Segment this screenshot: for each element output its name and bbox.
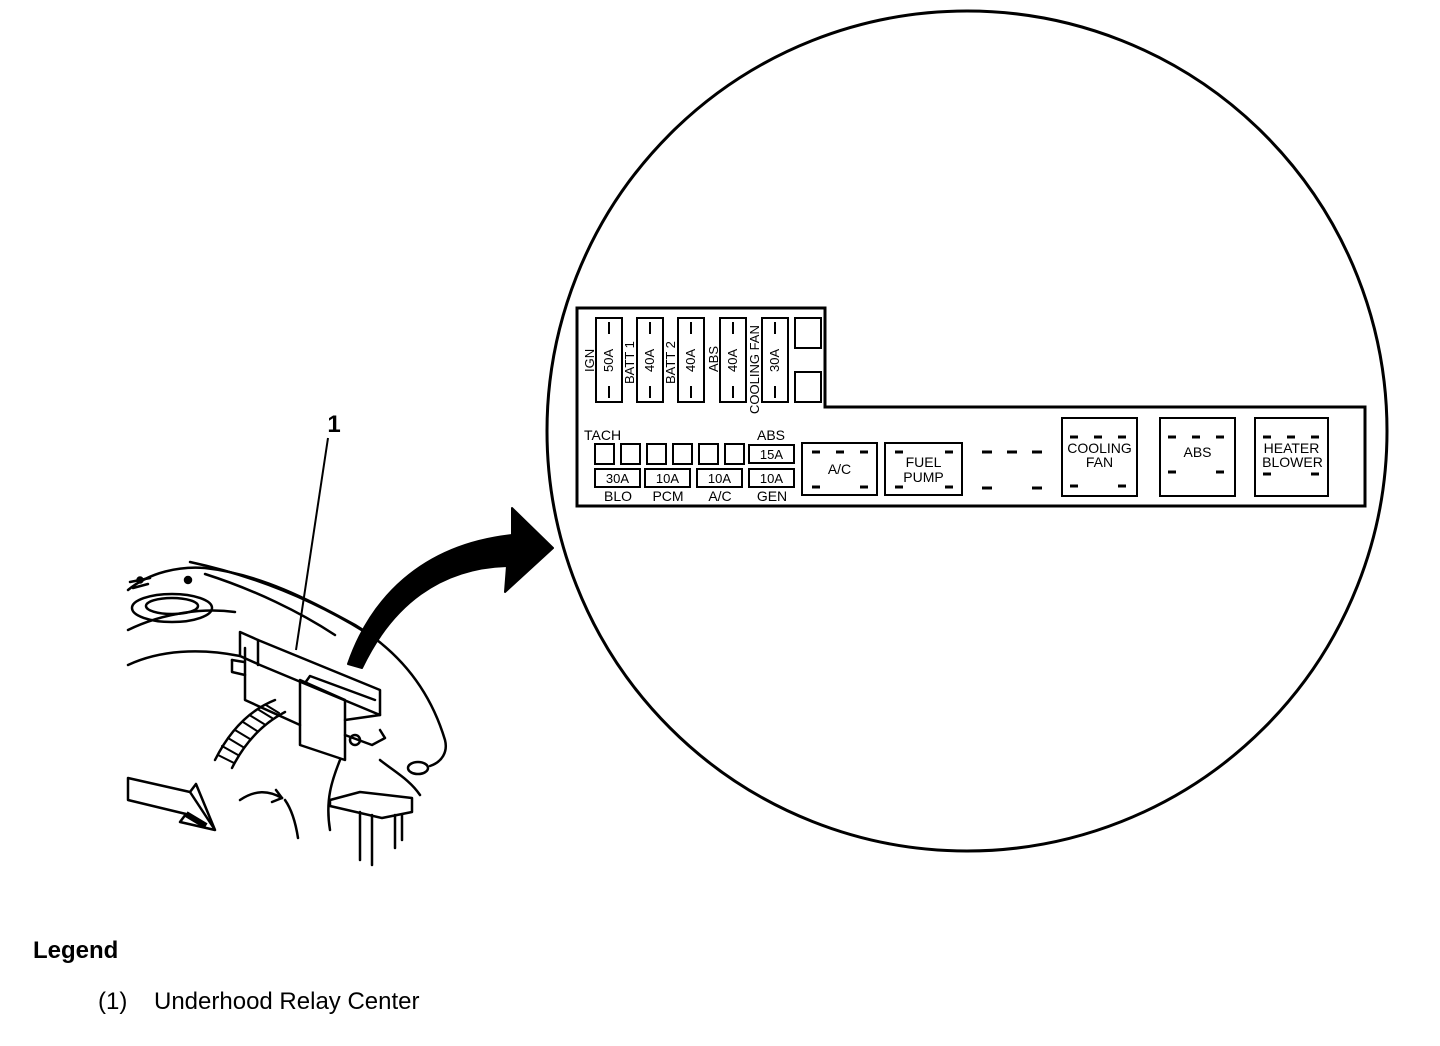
fuse-label: BLO (604, 488, 632, 504)
legend-item-1: (1) Underhood Relay Center (98, 988, 420, 1016)
relay-label-line1: COOLING (1067, 440, 1132, 456)
relay-label: ABS (1183, 444, 1211, 460)
fuse-label: A/C (708, 488, 731, 504)
relay-ac: A/C (801, 442, 878, 496)
fuse-amp: 10A (656, 471, 679, 486)
legend-title: Legend (33, 937, 119, 964)
maxi-fuse-cooling-fan: COOLING FAN 30A (747, 317, 789, 414)
detail-magnifier-circle (545, 9, 1389, 853)
label-tach: TACH (584, 427, 621, 443)
relay-label-line2: PUMP (903, 469, 943, 485)
fuse-amp: 10A (708, 471, 731, 486)
relay-fuel-pump: FUEL PUMP (884, 442, 963, 496)
relay-label-line2: BLOWER (1262, 454, 1323, 470)
fuse-amp: 40A (683, 349, 698, 372)
fuse-label: PCM (652, 488, 683, 504)
fuse-amp: 15A (760, 447, 783, 462)
maxi-fuse-batt1: BATT 1 40A (622, 317, 664, 403)
fuse-name: BATT 2 (663, 341, 678, 384)
mini-socket-row (594, 443, 745, 465)
spare-socket-lower (794, 371, 822, 403)
fuse-amp: 50A (601, 349, 616, 372)
magnify-pointer-arrow (347, 507, 554, 669)
relay-abs: ABS (1159, 417, 1236, 497)
fuse-amp: 40A (642, 349, 657, 372)
fuse-name: COOLING FAN (747, 325, 762, 414)
mini-fuse-gen: 10A GEN (748, 468, 795, 504)
callout-1: 1 (295, 411, 341, 651)
spare-socket-upper (794, 317, 822, 349)
fuse-amp: 10A (760, 471, 783, 486)
relay-row: A/C FUEL PUMP COOLING FAN ABS HEATER BLO… (801, 417, 1329, 497)
label-abs-fuse: ABS (757, 427, 785, 443)
maxi-fuse-batt2: BATT 2 40A (663, 317, 705, 403)
engine-compartment-illustration (126, 560, 447, 867)
mini-fuse-pcm: 10A PCM (644, 468, 691, 504)
relay-cooling-fan: COOLING FAN (1061, 417, 1138, 497)
fuse-amp: 30A (767, 349, 782, 372)
callout-leader-line (295, 437, 329, 651)
fuse-name: BATT 1 (622, 341, 637, 384)
legend-item-text: Underhood Relay Center (154, 988, 420, 1015)
fuse-name: IGN (582, 349, 597, 372)
relay-label-line1: HEATER (1264, 440, 1320, 456)
relay-label-line2: FAN (1086, 454, 1113, 470)
empty-relay-position (982, 450, 1042, 490)
fuse-label: GEN (757, 488, 787, 504)
fuse-name: ABS (706, 346, 721, 372)
relay-label: A/C (828, 461, 851, 477)
relay-center-diagram: 1 IGN 50A BATT 1 40A BATT 2 40A (126, 9, 1389, 867)
mini-fuse-abs-15a: 15A (748, 444, 795, 464)
mini-fuse-ac: 10A A/C (696, 468, 743, 504)
maxi-fuse-abs: ABS 40A (706, 317, 747, 403)
front-direction-arrow (126, 776, 217, 832)
fuse-amp: 30A (606, 471, 629, 486)
relay-heater-blower: HEATER BLOWER (1254, 417, 1329, 497)
relay-center-face (575, 306, 1367, 508)
relay-label-line1: FUEL (906, 454, 942, 470)
callout-number: 1 (327, 411, 340, 438)
upper-fuse-row: IGN 50A BATT 1 40A BATT 2 40A ABS 40A (582, 317, 822, 414)
mini-fuse-row: 30A BLO 10A PCM 10A A/C 10A GEN (594, 468, 795, 504)
fuse-amp: 40A (725, 349, 740, 372)
maxi-fuse-ign: IGN 50A (582, 317, 623, 403)
legend-item-number: (1) (98, 988, 128, 1015)
mini-fuse-blo: 30A BLO (594, 468, 641, 504)
